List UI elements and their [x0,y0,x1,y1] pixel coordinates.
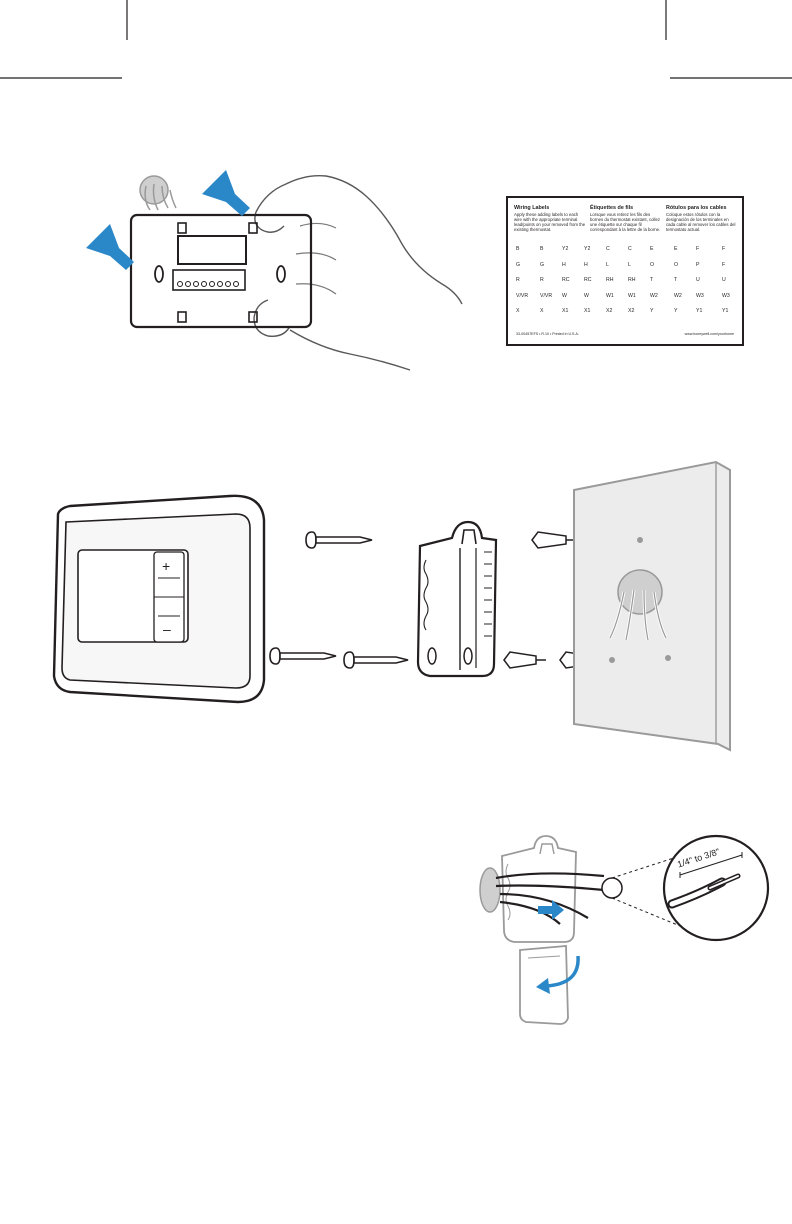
label-row: G G H H L L O O P F [516,262,738,278]
close-door-arrow-icon [545,955,580,988]
terminal-label: F [696,246,700,252]
terminal-label: W3 [696,292,704,299]
labels-website: www.honeywell.com/yourhome [684,332,734,336]
labels-heading: Rótulos para los cables [666,205,727,211]
labels-instructions: Coloque estos rótulos con la designación… [666,212,736,232]
terminal-label: RH [606,277,614,283]
temp-up-button: + [162,558,171,574]
terminal-label: Y1 [722,308,729,314]
temp-down-button: – [163,621,171,637]
terminal-label: R [540,277,544,283]
terminal-label: F [722,246,726,252]
labels-part-number: 33-00457EFS • R.10 • Printed in U.S.A. [516,332,579,336]
terminal-label: O [650,261,655,268]
terminal-label: R [516,277,520,283]
label-row: X X X1 X1 X2 X2 Y Y Y1 Y1 [516,308,738,324]
screw-icon [305,531,373,549]
terminal-label: O [674,261,679,268]
terminal-label: F [722,261,726,268]
terminal-label: W [584,292,589,299]
terminal-label: X2 [606,308,613,314]
labels-footer: 33-00457EFS • R.10 • Printed in U.S.A. w… [516,332,734,336]
labels-heading: Étiquettes de fils [590,205,634,211]
terminal-label: C [628,246,632,252]
wall-panel [573,460,731,752]
terminal-label: W2 [650,292,658,299]
terminal-label: Y2 [562,246,569,252]
hand-outline [253,174,463,371]
wall-anchor-icon [531,531,576,549]
terminal-label: Y2 [584,246,591,252]
terminal-label: B [540,246,544,252]
labels-column-french: Étiquettes de fils Lorsque vous retirez … [590,205,662,232]
terminal-label: E [650,246,654,252]
labels-heading: Wiring Labels [514,205,550,211]
terminal-label: W3 [722,292,730,299]
wallplate-side [416,520,498,678]
wall-hole [617,569,663,615]
screw-icon [343,651,409,669]
terminal-label: RC [562,277,570,283]
push-arrow-icon-left [86,224,134,270]
terminal-label: X1 [584,308,591,314]
terminal-label: W2 [674,292,682,299]
terminal-label: H [584,261,588,268]
wall-hole [479,867,501,913]
labels-instructions: Apply these adding labels to each wire w… [514,212,586,232]
terminal-label: G [540,261,545,268]
terminal-label-grid: B B Y2 Y2 C C E E F F G G H H L L O O P … [516,246,738,324]
wall-wire-bundle-icon [139,175,177,211]
terminal-label: B [516,246,520,252]
label-row: R R RC RC RH RH T T U U [516,277,738,293]
push-arrow-icon-top [202,170,250,216]
terminal-label: G [516,261,521,268]
wall-anchor-icon [503,651,546,669]
wiring-labels-card: Wiring Labels Apply these adding labels … [506,196,744,346]
screw-icon [269,647,337,665]
terminal-label: C [606,246,610,252]
terminal-label: Y1 [696,308,703,314]
terminal-label: Y [674,308,678,314]
terminal-label: E [674,246,678,252]
label-row: V/VR V/VR W W W1 W1 W2 W2 W3 W3 [516,293,738,309]
labels-column-english: Wiring Labels Apply these adding labels … [514,205,586,232]
terminal-label: T [650,277,654,283]
terminal-label: U [722,277,726,283]
terminal-label: U [696,277,700,283]
insert-arrow-icon [538,900,564,920]
terminal-label: W [562,292,567,299]
terminal-label: T [674,277,678,283]
thermostat-wires [495,872,605,925]
terminal-label: Y [650,308,654,314]
terminal-label: W1 [606,292,614,299]
thermostat-front [52,494,266,704]
terminal-label: V/VR [516,292,529,299]
terminal-label: X1 [562,308,569,314]
terminal-label: X2 [628,308,635,314]
labels-column-spanish: Rótulos para los cables Coloque estos ró… [666,205,738,232]
terminal-label: H [562,261,566,268]
terminal-label: P [696,261,700,268]
terminal-label: L [606,261,609,268]
terminal-label: L [628,261,631,268]
terminal-label: RH [628,277,636,283]
terminal-block [177,281,239,287]
labels-instructions: Lorsque vous retirez les fils des bornes… [590,212,661,232]
label-row: B B Y2 Y2 C C E E F F [516,246,738,262]
terminal-label: V/VR [540,292,553,299]
terminal-label: RC [584,277,592,283]
terminal-label: X [516,308,520,314]
terminal-label: W1 [628,292,636,299]
terminal-label: X [540,308,544,314]
